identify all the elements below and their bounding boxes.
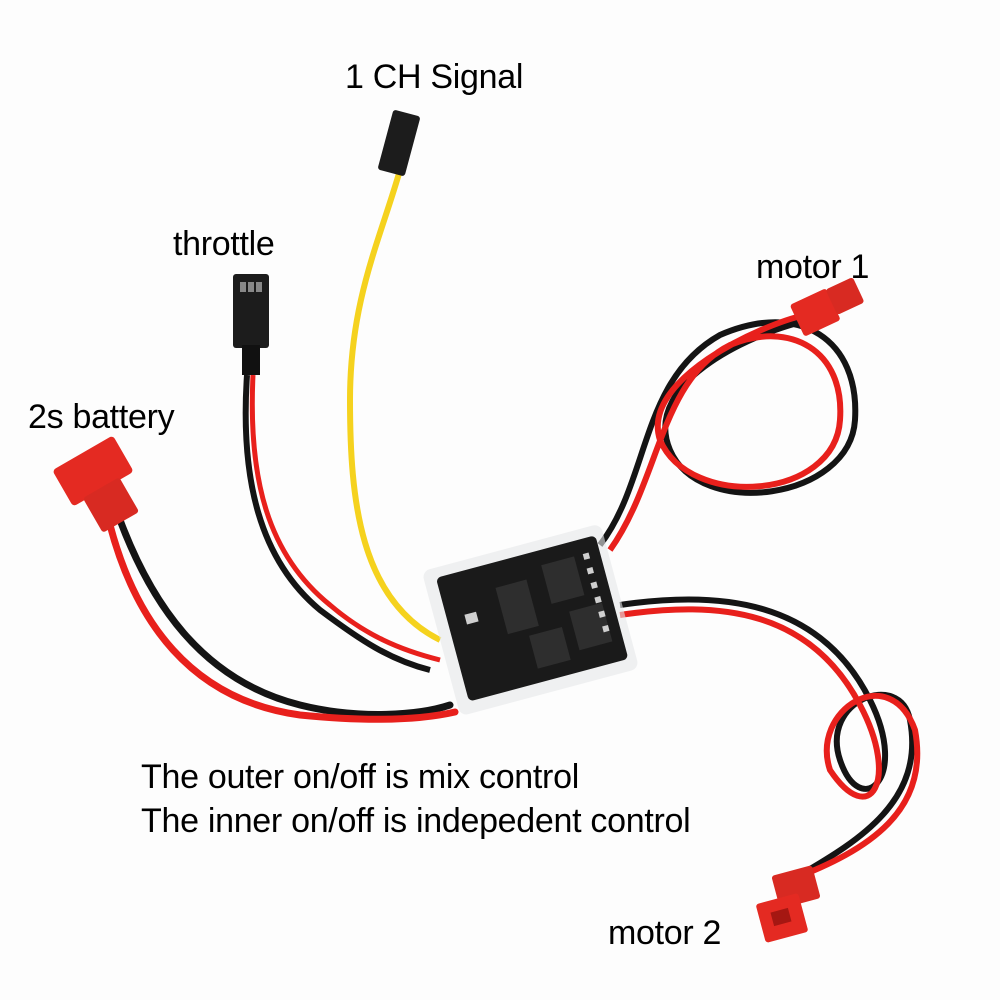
throttle-wires [242, 374, 441, 673]
motor2-label: motor 2 [608, 914, 722, 952]
throttle-label: throttle [173, 225, 275, 263]
motor1-wires [597, 312, 859, 552]
motor2-wires [619, 596, 921, 883]
signal-wire [346, 169, 442, 643]
battery-label: 2s battery [28, 398, 175, 436]
battery-wires [106, 516, 459, 723]
signal-label: 1 CH Signal [345, 58, 524, 96]
throttle-connector-icon [233, 274, 269, 375]
note-outer-switch: The outer on/off is mix control [141, 758, 579, 796]
motor1-connector-icon [790, 277, 864, 336]
battery-connector-icon [53, 436, 139, 532]
signal-connector-icon [378, 110, 420, 176]
motor1-label: motor 1 [756, 248, 870, 286]
esc-board [423, 525, 638, 715]
motor2-connector-icon [756, 865, 821, 943]
note-inner-switch: The inner on/off is indepedent control [141, 802, 691, 840]
